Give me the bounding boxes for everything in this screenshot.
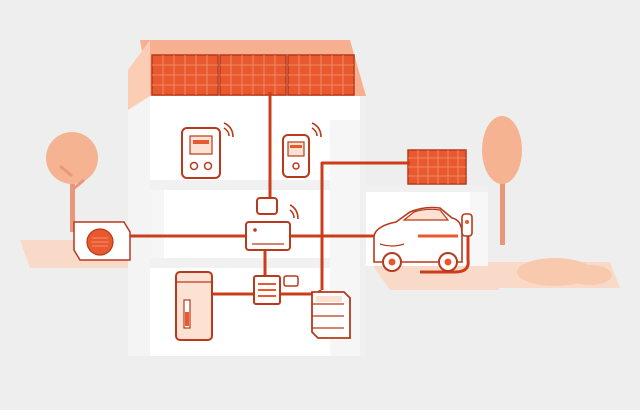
solar-panels-main bbox=[151, 54, 355, 96]
thermostat-icon bbox=[282, 134, 310, 178]
smart-thermostat-right bbox=[282, 122, 322, 178]
energy-manager-icon bbox=[245, 197, 291, 251]
solar-panel-icon bbox=[407, 149, 467, 185]
wall-charger bbox=[461, 213, 473, 237]
wifi-signal-icon bbox=[289, 204, 299, 220]
battery-storage bbox=[311, 291, 351, 339]
tree-icon bbox=[517, 258, 612, 286]
car-icon bbox=[373, 206, 463, 272]
wifi-signal-icon bbox=[223, 122, 234, 138]
hot-water-tank bbox=[175, 271, 213, 341]
solar-panel-carport bbox=[407, 149, 467, 185]
solar-panel-icon bbox=[219, 54, 287, 96]
tree-icon bbox=[46, 132, 98, 232]
heat-pump bbox=[73, 221, 131, 261]
thermostat-icon bbox=[181, 127, 221, 179]
meter-box bbox=[253, 275, 299, 305]
battery-icon bbox=[311, 291, 351, 339]
meter-icon bbox=[253, 275, 299, 305]
electric-car bbox=[373, 206, 463, 272]
solar-panel-icon bbox=[287, 54, 355, 96]
wifi-signal-icon bbox=[311, 122, 322, 138]
tree-icon bbox=[482, 116, 522, 245]
solar-panel-icon bbox=[151, 54, 219, 96]
smart-thermostat-left bbox=[181, 122, 234, 179]
ev-charger-icon bbox=[461, 213, 473, 237]
water-tank-icon bbox=[175, 271, 213, 341]
home-energy-manager bbox=[245, 197, 299, 251]
heat-pump-icon bbox=[73, 221, 131, 261]
